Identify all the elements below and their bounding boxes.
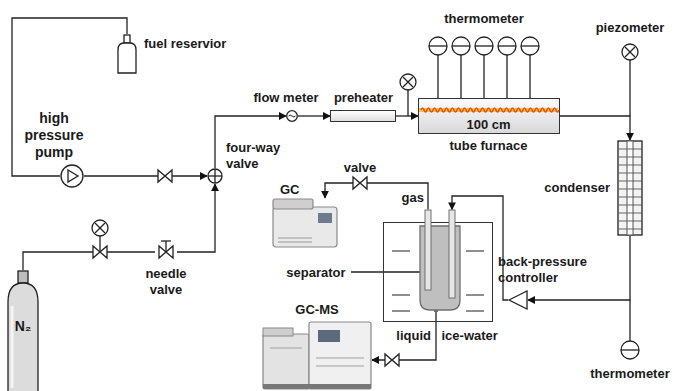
flow-line bbox=[298, 115, 330, 116]
gc-shape bbox=[272, 198, 338, 248]
fourway-shape bbox=[207, 168, 223, 184]
component-label: N₂ bbox=[6, 318, 40, 335]
four-way-valve: four-way valve bbox=[207, 168, 223, 184]
thermometer-stub bbox=[460, 55, 461, 98]
thermometer-stub bbox=[629, 300, 630, 341]
flow-line bbox=[396, 115, 418, 116]
valve-symbol bbox=[93, 246, 107, 258]
stream-label: gas bbox=[402, 190, 424, 206]
back-pressure-controller: back-pressure controller bbox=[508, 290, 528, 310]
flow-line bbox=[560, 116, 630, 140]
component-label: needle valve bbox=[136, 266, 196, 298]
component-label: condenser bbox=[528, 180, 610, 196]
gauge-label: thermometer bbox=[590, 366, 669, 382]
flow-line bbox=[177, 184, 215, 252]
tube-furnace: 100 cmtube furnace bbox=[418, 98, 560, 134]
pump-symbol: high pressure pump bbox=[60, 164, 84, 188]
needle-shape bbox=[155, 238, 177, 262]
component-label: GC bbox=[280, 182, 310, 198]
gauge-stub bbox=[99, 236, 100, 252]
flow-line bbox=[84, 175, 207, 176]
component-label: tube furnace bbox=[418, 138, 560, 154]
thermometer-stub bbox=[437, 55, 438, 98]
valve-label: valve bbox=[344, 160, 377, 176]
valve-symbol bbox=[385, 354, 399, 366]
cond-shape bbox=[617, 140, 643, 236]
gas-cylinder: N₂ bbox=[6, 270, 40, 391]
pump-shape bbox=[60, 164, 84, 188]
thermometer-stub bbox=[506, 55, 507, 98]
thermometer-gauge bbox=[429, 37, 539, 55]
flow-meter: flow meter bbox=[286, 110, 298, 122]
flow-shape bbox=[286, 110, 298, 122]
component-label: back-pressure controller bbox=[498, 254, 616, 286]
pressure-gauge bbox=[92, 44, 638, 236]
component-label: preheater bbox=[330, 90, 398, 106]
reservoir-bottle: fuel reservior bbox=[116, 34, 138, 74]
component-label: four-way valve bbox=[226, 140, 292, 172]
flow-line bbox=[23, 252, 155, 270]
needle-valve: needle valve bbox=[155, 238, 177, 262]
thermometer-stub bbox=[529, 55, 530, 98]
condenser: condenser bbox=[617, 140, 643, 236]
stream-label: liquid bbox=[396, 328, 431, 344]
gc-instrument: GC bbox=[272, 198, 338, 248]
thermometer-gauge bbox=[621, 341, 639, 359]
ice-water-bath: ice-waterseparator bbox=[383, 222, 493, 322]
bottle-shape bbox=[116, 34, 138, 74]
component-label: ice-water bbox=[442, 328, 506, 344]
leader-line bbox=[351, 271, 420, 272]
preheater: preheater bbox=[330, 110, 396, 122]
flow-line bbox=[325, 183, 428, 210]
valve-symbol bbox=[353, 177, 367, 189]
gcms-shape bbox=[262, 318, 372, 390]
gauge-label: piezometer bbox=[596, 20, 665, 36]
valve-symbol bbox=[158, 170, 172, 182]
component-label: separator bbox=[268, 265, 346, 281]
component-label: 100 cm bbox=[418, 117, 560, 133]
component-label: flow meter bbox=[246, 90, 326, 106]
component-label: GC-MS bbox=[277, 302, 357, 318]
gc-ms-instrument: GC-MS bbox=[262, 318, 372, 390]
piezometer-stub bbox=[629, 60, 630, 116]
tri-shape bbox=[508, 290, 528, 310]
gauge-stub bbox=[407, 90, 408, 116]
separator: separator bbox=[418, 210, 462, 312]
gauge-label: thermometer bbox=[444, 11, 523, 27]
component-label: fuel reservior bbox=[144, 36, 254, 52]
flow-line bbox=[12, 18, 127, 176]
sep-shape bbox=[418, 210, 462, 312]
thermometer-stub bbox=[483, 55, 484, 98]
component-label: high pressure pump bbox=[12, 110, 96, 161]
flow-line bbox=[372, 312, 436, 361]
